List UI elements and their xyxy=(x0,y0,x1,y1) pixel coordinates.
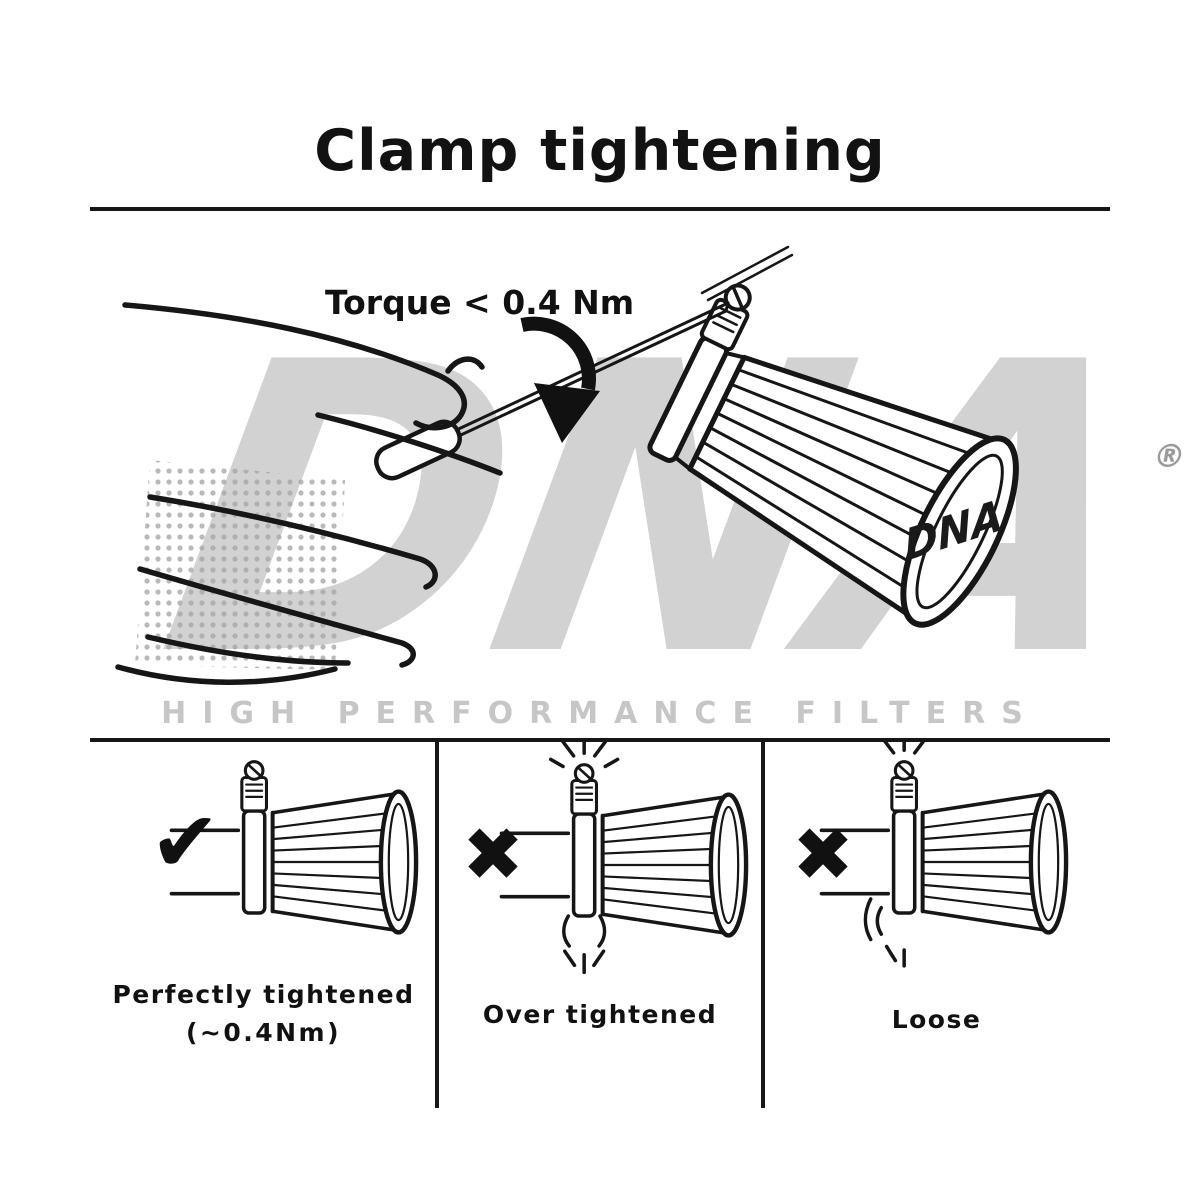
cross-mark-overtightened: ✖ xyxy=(462,812,525,898)
main-illustration: DNA xyxy=(115,245,1019,685)
panel-ok-label: Perfectly tightened xyxy=(112,980,415,1009)
divider-vertical-1 xyxy=(435,740,439,1108)
panel-loose-label: Loose xyxy=(891,1005,982,1034)
torque-label: Torque < 0.4 Nm xyxy=(325,283,635,322)
divider-middle xyxy=(90,738,1110,742)
divider-top xyxy=(90,207,1110,211)
screwdriver-handle xyxy=(374,419,462,481)
clamp-strap-tail xyxy=(700,245,794,302)
rotation-arrow-icon xyxy=(520,316,600,443)
brand-watermark-tagline: HIGH PERFORMANCE FILTERS xyxy=(161,696,1039,731)
filter-overtightened-illustration xyxy=(437,738,763,975)
air-filter-illustration xyxy=(647,283,1019,628)
filter-end-cap xyxy=(900,435,1019,628)
filter-ok-illustration xyxy=(90,738,437,990)
overtightened-stress-marks xyxy=(548,738,620,975)
divider-vertical-2 xyxy=(761,740,765,1108)
hand-illustration xyxy=(115,302,503,685)
panel-overtightened-label: Over tightened xyxy=(482,1000,718,1029)
cross-mark-loose: ✖ xyxy=(792,812,855,898)
page-title: Clamp tightening xyxy=(314,118,886,184)
halftone-dots xyxy=(135,460,345,670)
panel-ok-sublabel: (~0.4Nm) xyxy=(185,1018,342,1047)
check-mark: ✔ xyxy=(150,793,221,891)
